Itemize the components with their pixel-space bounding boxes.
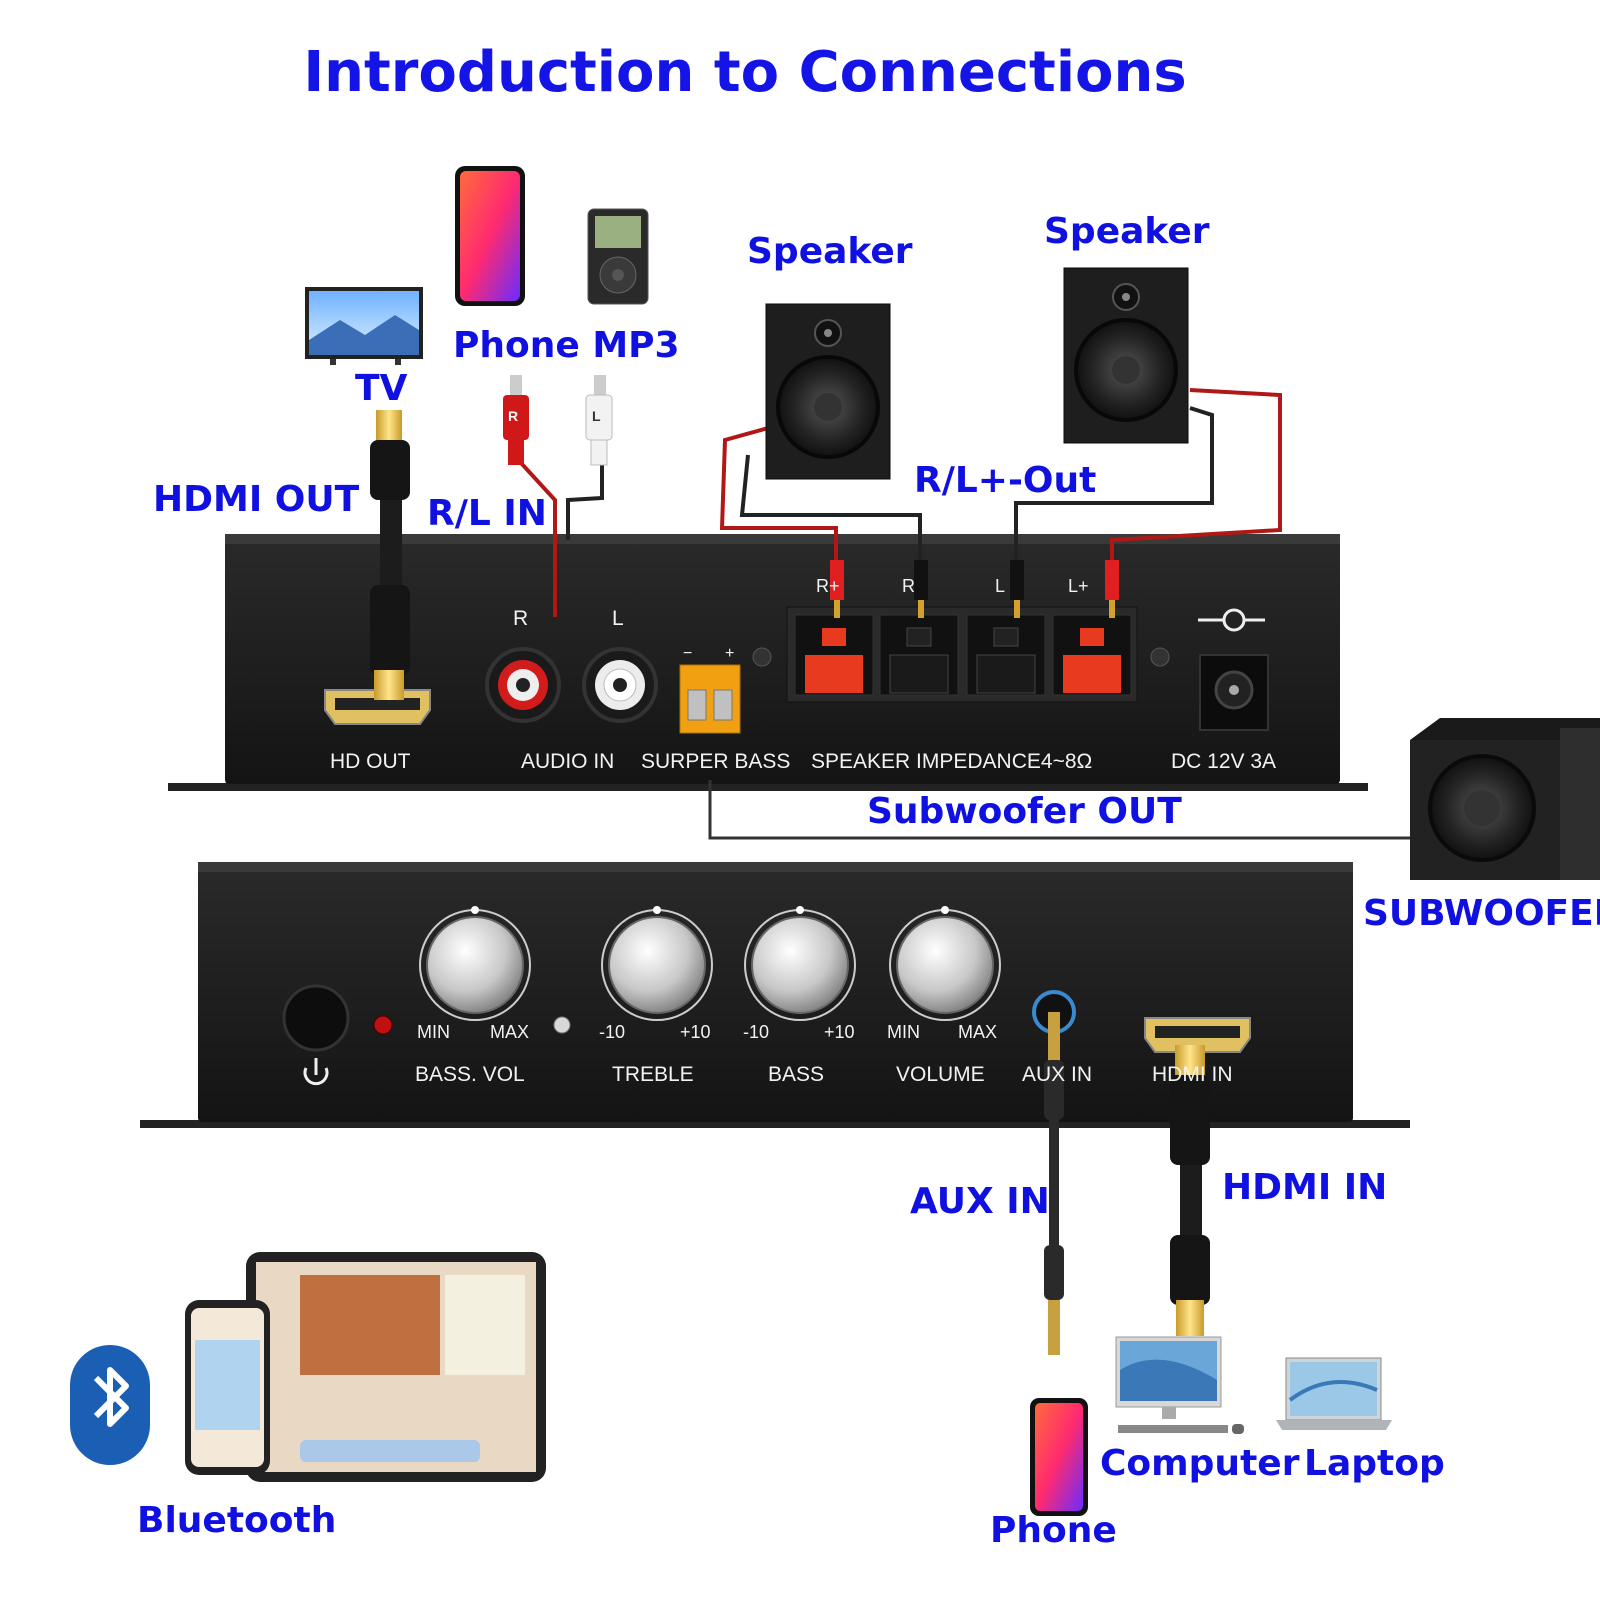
- spk-l-plus-text: L+: [1068, 576, 1089, 596]
- bass-vol-min-text: MIN: [417, 1022, 450, 1042]
- bass-min-text: -10: [743, 1022, 770, 1042]
- hdmi-in-text: HDMI IN: [1152, 1063, 1233, 1086]
- jack-l-text: L: [612, 607, 624, 630]
- computer-icon: [1115, 1336, 1244, 1434]
- speaker-left-label: Speaker: [747, 231, 913, 272]
- computer-label: Computer: [1100, 1443, 1300, 1484]
- tv-label: TV: [355, 368, 408, 409]
- speaker-plug-black: [914, 560, 928, 618]
- hdmi-out-label: HDMI OUT: [153, 479, 360, 520]
- phone-icon: [1030, 1398, 1088, 1516]
- page-title: Introduction to Connections: [303, 40, 1187, 105]
- power-icon: [303, 1058, 329, 1086]
- speaker-left-icon: [765, 303, 891, 480]
- bluetooth-icon: [70, 1345, 150, 1465]
- mp3-player-icon: [587, 208, 649, 305]
- rca-jack-right[interactable]: [485, 647, 561, 723]
- screw-icon: [1150, 647, 1170, 667]
- bass-vol-max-text: MAX: [490, 1022, 530, 1042]
- rca-jack-left[interactable]: [582, 647, 658, 723]
- subwoofer-label: SUBWOOFER: [1363, 893, 1600, 934]
- spk-r-minus-text: R: [902, 576, 915, 596]
- indicator-led-icon: [553, 1016, 571, 1034]
- rca-plug-right: [503, 375, 529, 465]
- phone-label: Phone: [990, 1510, 1117, 1551]
- volume-min-text: MIN: [887, 1022, 920, 1042]
- hdmi-in-label: HDMI IN: [1222, 1167, 1388, 1208]
- subwoofer-out-label: Subwoofer OUT: [867, 791, 1182, 832]
- laptop-label: Laptop: [1304, 1443, 1445, 1484]
- surper-bass-terminal[interactable]: [679, 664, 741, 734]
- speaker-terminal-r-minus[interactable]: [879, 614, 959, 696]
- bass-max-text: +10: [824, 1022, 855, 1042]
- speaker-terminal-r-plus[interactable]: [794, 614, 874, 696]
- phone-icon: [455, 166, 525, 306]
- hdmi-out-cable: [370, 410, 410, 700]
- dc-power-text: DC 12V 3A: [1171, 750, 1277, 773]
- rca-plug-left: [585, 375, 613, 466]
- speaker-right-label: Speaker: [1044, 211, 1210, 252]
- plug-r-text: R: [508, 408, 519, 424]
- speaker-wires: [519, 388, 1430, 840]
- bass-knob[interactable]: [744, 906, 856, 1021]
- phone-mp3-label: Phone MP3: [453, 325, 680, 366]
- tablet-icon: [246, 1252, 546, 1482]
- dc-power-jack[interactable]: [1199, 654, 1269, 731]
- surper-bass-text: SURPER BASS: [641, 750, 791, 773]
- rl-out-label: R/L+-Out: [914, 460, 1097, 501]
- speaker-impedance-text: SPEAKER IMPEDANCE4~8Ω: [811, 750, 1093, 773]
- speaker-plug-red: [830, 560, 844, 618]
- dc-polarity-icon: [1198, 608, 1265, 632]
- smartphone-icon: [185, 1300, 270, 1475]
- bass-text: BASS: [768, 1063, 825, 1086]
- tv-icon: [305, 287, 423, 365]
- audio-in-text: AUDIO IN: [521, 750, 615, 773]
- aux-in-cable: [1044, 1012, 1064, 1355]
- speaker-plug-black: [1010, 560, 1024, 618]
- speaker-terminal-l-plus[interactable]: [1052, 614, 1132, 696]
- speaker-terminal-l-minus[interactable]: [966, 614, 1046, 696]
- volume-text: VOLUME: [896, 1063, 985, 1086]
- hdmi-in-cable: [1170, 1045, 1210, 1336]
- bass-vol-knob[interactable]: [419, 906, 531, 1021]
- terminal-plus-text: +: [725, 645, 735, 662]
- aux-in-label: AUX IN: [910, 1181, 1050, 1222]
- spk-r-plus-text: R+: [816, 576, 840, 596]
- treble-text: TREBLE: [612, 1063, 694, 1086]
- hd-out-text: HD OUT: [330, 750, 411, 773]
- volume-knob[interactable]: [889, 906, 1001, 1021]
- treble-knob[interactable]: [601, 906, 713, 1021]
- treble-max-text: +10: [680, 1022, 711, 1042]
- hdmi-in-port[interactable]: [1144, 1017, 1251, 1053]
- terminal-minus-text: −: [683, 645, 693, 662]
- aux-in-text: AUX IN: [1022, 1063, 1093, 1086]
- plug-l-text: L: [592, 408, 601, 424]
- power-led-icon: [373, 1015, 393, 1035]
- jack-r-text: R: [513, 607, 529, 630]
- rl-in-label: R/L IN: [427, 493, 547, 534]
- bass-vol-text: BASS. VOL: [415, 1063, 525, 1086]
- speaker-plug-red: [1105, 560, 1119, 618]
- volume-max-text: MAX: [958, 1022, 998, 1042]
- subwoofer-icon: [1410, 718, 1600, 880]
- laptop-icon: [1276, 1357, 1392, 1430]
- speaker-right-icon: [1063, 267, 1189, 444]
- bluetooth-label: Bluetooth: [137, 1500, 337, 1541]
- rear-panel-amplifier: [168, 534, 1368, 791]
- screw-icon: [752, 647, 772, 667]
- power-knob[interactable]: [282, 984, 350, 1052]
- spk-l-minus-text: L: [995, 576, 1006, 596]
- treble-min-text: -10: [599, 1022, 626, 1042]
